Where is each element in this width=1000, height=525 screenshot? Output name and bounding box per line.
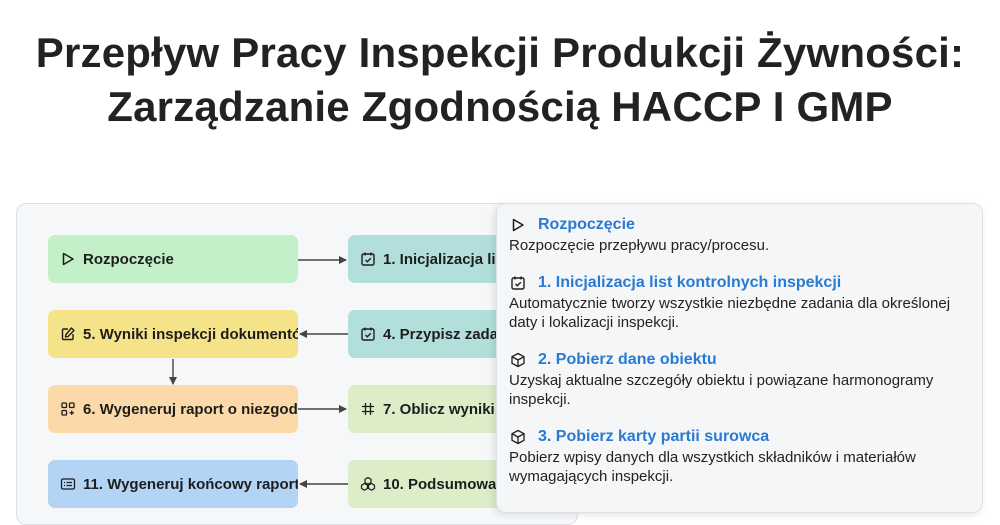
report-icon	[60, 476, 76, 492]
cube-icon	[510, 429, 526, 445]
cube-icon	[510, 352, 526, 368]
node-label: 7. Oblicz wyniki	[383, 400, 495, 418]
step-item: 2. Pobierz dane obiektu Uzyskaj aktualne…	[509, 349, 970, 409]
step-title-link[interactable]: 3. Pobierz karty partii surowca	[538, 428, 770, 445]
boxes-icon	[360, 476, 376, 492]
step-title-link[interactable]: 2. Pobierz dane obiektu	[538, 351, 717, 368]
calendar-check-icon	[360, 251, 376, 267]
step-item: 1. Inicjalizacja list kontrolnych inspek…	[509, 272, 970, 332]
node-label: 5. Wyniki inspekcji dokumentów	[83, 325, 298, 343]
calendar-check-icon	[360, 326, 376, 342]
calculator-icon	[360, 401, 376, 417]
step-description: Rozpoczęcie przepływu pracy/procesu.	[509, 237, 770, 254]
step-item: 3. Pobierz karty partii surowca Pobierz …	[509, 426, 970, 486]
node-11-final-report[interactable]: 11. Wygeneruj końcowy raport	[48, 460, 298, 508]
node-label: Rozpoczęcie	[83, 250, 174, 268]
step-description: Automatycznie tworzy wszystkie niezbędne…	[509, 295, 951, 331]
node-label: 11. Wygeneruj końcowy raport	[83, 475, 298, 493]
node-label: 4. Przypisz zadania	[383, 325, 520, 343]
node-label: 10. Podsumowanie	[383, 475, 519, 493]
step-description: Pobierz wpisy danych dla wszystkich skła…	[509, 449, 916, 485]
grid-plus-icon	[60, 401, 76, 417]
calendar-check-icon	[510, 275, 526, 291]
node-label: 6. Wygeneruj raport o niezgodnościach	[83, 400, 298, 418]
step-description: Uzyskaj aktualne szczegóły obiektu i pow…	[509, 372, 934, 408]
node-6-nonconformity-report[interactable]: 6. Wygeneruj raport o niezgodnościach	[48, 385, 298, 433]
node-5-document-results[interactable]: 5. Wyniki inspekcji dokumentów	[48, 310, 298, 358]
step-item: Rozpoczęcie Rozpoczęcie przepływu pracy/…	[509, 214, 970, 255]
play-icon	[510, 217, 526, 233]
node-start[interactable]: Rozpoczęcie	[48, 235, 298, 283]
step-details-panel: Rozpoczęcie Rozpoczęcie przepływu pracy/…	[496, 203, 983, 513]
step-title-link[interactable]: 1. Inicjalizacja list kontrolnych inspek…	[538, 274, 842, 291]
workflow-canvas: Rozpoczęcie 1. Inicjalizacja list kontro…	[16, 203, 578, 525]
play-icon	[60, 251, 76, 267]
step-title-link[interactable]: Rozpoczęcie	[538, 216, 635, 233]
edit-icon	[60, 326, 76, 342]
page-title: Przepływ Pracy Inspekcji Produkcji Żywno…	[35, 29, 965, 130]
